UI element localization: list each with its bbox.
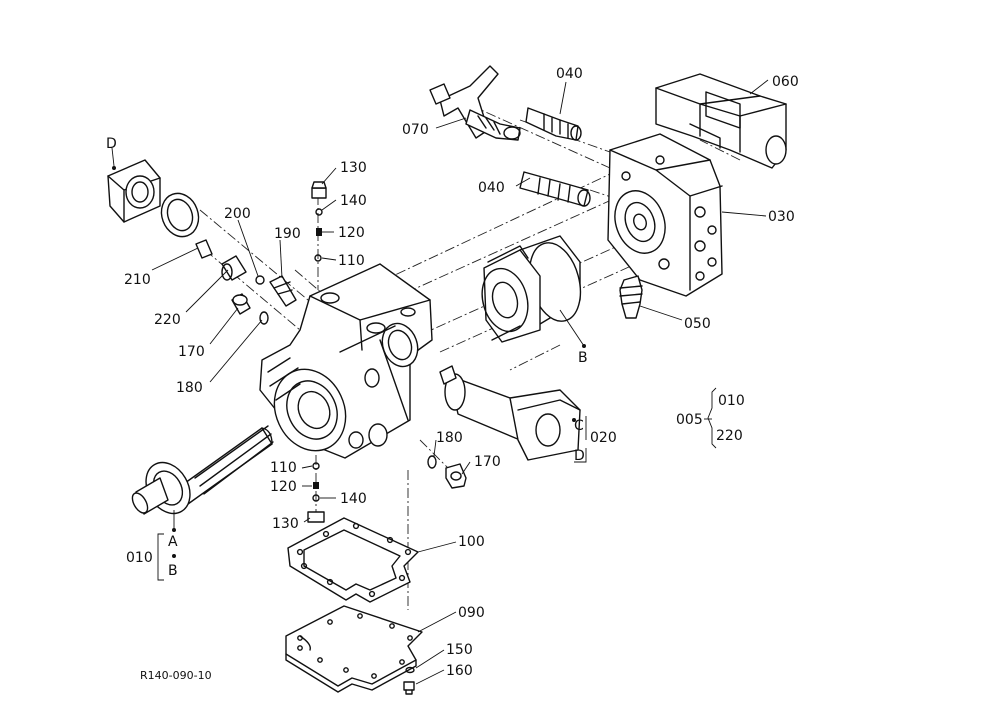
- label-B-bottom: B: [168, 563, 178, 579]
- label-B-top: B: [578, 350, 588, 366]
- seal-retainer-D: [107, 159, 200, 238]
- label-110-bottom: 110: [270, 460, 297, 476]
- legend-top-code: 010: [718, 393, 745, 409]
- label-140-bottom: 140: [340, 491, 367, 507]
- label-130-top: 130: [340, 160, 367, 176]
- legend-bottom-code: 220: [716, 428, 743, 444]
- label-110-top: 110: [338, 253, 365, 269]
- label-D-top: D: [106, 136, 117, 152]
- valve-040-bottom: [519, 171, 591, 207]
- label-170-left: 170: [178, 344, 205, 360]
- label-050: 050: [684, 316, 711, 332]
- leader-lines: [111, 79, 769, 685]
- cover-plate-090: [285, 605, 423, 693]
- plug-stack-bottom: [307, 462, 325, 523]
- label-190: 190: [274, 226, 301, 242]
- label-C: C: [574, 418, 584, 434]
- gasket-100: [287, 517, 419, 603]
- marker-dots: [112, 166, 586, 558]
- label-180-right: 180: [436, 430, 463, 446]
- label-120-top: 120: [338, 225, 365, 241]
- valve-040-top: [525, 107, 582, 141]
- label-060: 060: [772, 74, 799, 90]
- label-170-right: 170: [474, 454, 501, 470]
- label-040-top: 040: [556, 66, 583, 82]
- label-150: 150: [446, 642, 473, 658]
- label-160: 160: [446, 663, 473, 679]
- label-180-left: 180: [176, 380, 203, 396]
- plug-170-180-right: [427, 455, 467, 489]
- relief-valve-050: [619, 275, 643, 319]
- label-040-bottom: 040: [478, 180, 505, 196]
- valve-070: [429, 65, 521, 141]
- input-shaft-010: [131, 425, 274, 515]
- label-010: 010: [126, 550, 153, 566]
- gasket-holes: [296, 522, 412, 598]
- bolt-150-160: [403, 666, 415, 695]
- legend-assembly-code: 005: [676, 412, 703, 428]
- small-parts-left: [195, 239, 297, 325]
- plug-stack-top: [311, 181, 327, 262]
- label-140-top: 140: [340, 193, 367, 209]
- solenoid-060: [655, 73, 787, 169]
- label-210: 210: [124, 272, 151, 288]
- label-090: 090: [458, 605, 485, 621]
- label-D-right: D: [574, 448, 585, 464]
- label-A: A: [168, 534, 178, 550]
- label-020: 020: [590, 430, 617, 446]
- cylinder-block-B: [481, 235, 582, 343]
- label-070: 070: [402, 122, 429, 138]
- main-housing: [259, 263, 433, 459]
- cover-holes: [297, 613, 413, 679]
- label-120-bottom: 120: [270, 479, 297, 495]
- assembly-legend: 005 010 220: [676, 393, 745, 444]
- servo-020: [439, 365, 581, 461]
- label-220: 220: [154, 312, 181, 328]
- rear-housing-030: [607, 133, 723, 297]
- label-200: 200: [224, 206, 251, 222]
- label-130-bottom: 130: [272, 516, 299, 532]
- callout-labels: 130 140 120 110 200 190 210 220 170 180 …: [106, 66, 799, 679]
- label-030: 030: [768, 209, 795, 225]
- label-100: 100: [458, 534, 485, 550]
- drawing-code: R140-090-10: [140, 669, 212, 682]
